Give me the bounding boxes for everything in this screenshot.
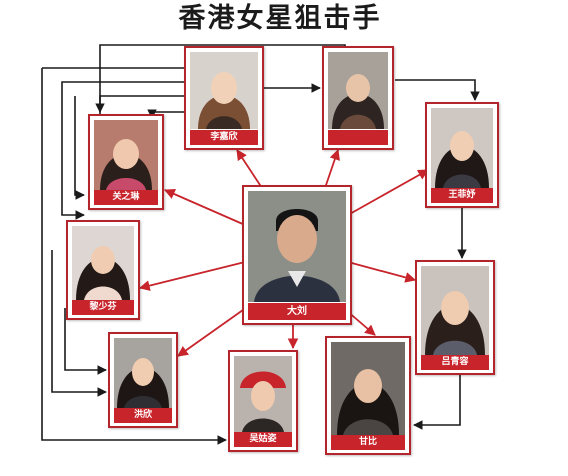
connector-center-to-hong: [177, 304, 251, 357]
person-card-guan: 关之琳: [88, 114, 164, 210]
portrait-image: [331, 342, 405, 435]
person-card-wu: 吴姑姿: [228, 350, 298, 452]
person-photo: [431, 108, 493, 188]
connector-li-to-guan: [95, 95, 188, 113]
person-name: 李嘉欣: [190, 130, 258, 145]
portrait-image: [114, 338, 172, 408]
connector-center-to-mystery: [324, 148, 340, 189]
connector-top-to-guan: [61, 81, 188, 220]
portrait-image: [248, 191, 346, 302]
portrait-image: [190, 52, 258, 129]
portrait-image: [431, 108, 493, 188]
portrait-image: [421, 266, 489, 355]
person-name: 王菲妤: [431, 188, 493, 203]
person-card-center: 大刘: [242, 185, 352, 325]
person-name: 洪欣: [114, 408, 172, 423]
person-name: 关之琳: [94, 190, 158, 205]
connector-center-to-wang: [347, 169, 429, 216]
person-photo: [421, 266, 489, 355]
person-photo: [94, 120, 158, 190]
portrait-image: [234, 356, 292, 432]
person-card-ganbi: 甘比: [325, 336, 411, 455]
person-card-wang: 王菲妤: [425, 102, 499, 208]
portrait-image: [72, 226, 134, 300]
connector-center-to-li: [236, 149, 263, 189]
connector-mystery-to-wang: [395, 79, 480, 101]
person-card-li-jiaxin: 李嘉欣: [184, 46, 264, 150]
person-name: 黎少芬: [72, 300, 134, 315]
connector-left-inner: [74, 96, 85, 200]
person-photo: [72, 226, 134, 300]
connector-outer-left: [41, 68, 227, 445]
connector-left-to-hong-low: [51, 250, 107, 397]
portrait-image: [94, 120, 158, 190]
person-photo: [234, 356, 292, 432]
connector-center-to-lv: [347, 261, 417, 283]
connector-center-to-leftmid: [138, 261, 246, 291]
person-photo: [328, 52, 388, 129]
person-card-left-mid: 黎少芬: [66, 220, 140, 320]
diagram-title: 香港女星狙击手: [178, 3, 382, 34]
person-photo: [114, 338, 172, 408]
portrait-image: [328, 52, 388, 129]
connector-center-to-guan: [164, 188, 246, 226]
person-name: [328, 130, 388, 145]
person-name: 甘比: [331, 435, 405, 450]
connector-leftmid-to-hong: [64, 308, 107, 375]
person-photo: [248, 191, 346, 302]
connector-lv-to-ganbi: [413, 375, 461, 430]
person-photo: [331, 342, 405, 435]
person-card-lv: 吕青容: [415, 260, 495, 375]
person-card-hong: 洪欣: [108, 332, 178, 428]
person-name: 大刘: [248, 303, 346, 320]
person-name: 吴姑姿: [234, 432, 292, 447]
person-name: 吕青容: [421, 355, 489, 370]
person-card-mystery: [322, 46, 394, 150]
person-photo: [190, 52, 258, 129]
